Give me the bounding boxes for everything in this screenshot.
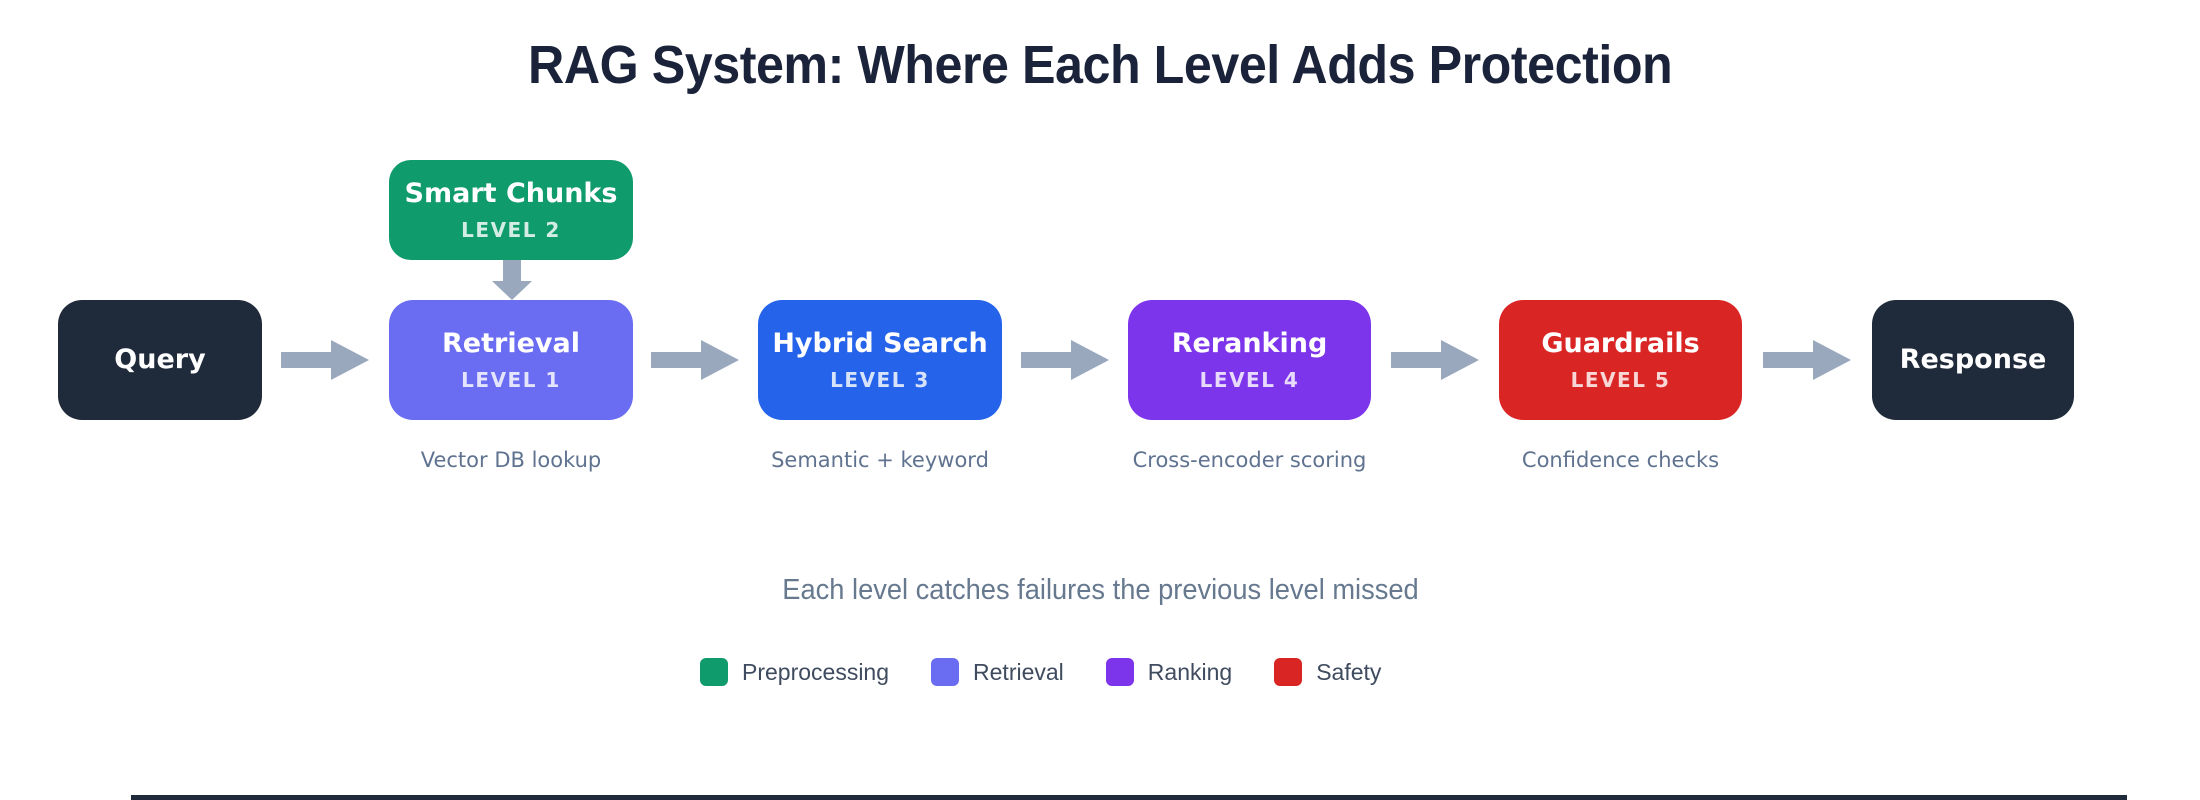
- node-level-badge: LEVEL 5: [1570, 367, 1671, 392]
- flow-node-query: Query: [58, 300, 262, 420]
- node-label: Guardrails: [1541, 328, 1700, 360]
- flow-node-hybrid-search: Hybrid Search LEVEL 3: [758, 300, 1002, 420]
- flow-node-response: Response: [1872, 300, 2074, 420]
- node-level-badge: LEVEL 4: [1199, 367, 1300, 392]
- summary-caption-text: Each level catches failures the previous…: [781, 574, 1419, 606]
- flow-arrow-down-icon: [491, 260, 533, 300]
- node-level-badge: LEVEL 3: [830, 367, 930, 392]
- flow-arrow-right-icon: [281, 340, 369, 380]
- flow-node-smart-chunks: Smart Chunks LEVEL 2: [389, 160, 633, 260]
- flow-arrow-right-icon: [1021, 340, 1109, 380]
- legend-label: Ranking: [1147, 658, 1233, 685]
- page-title-text: RAG System: Where Each Level Adds Protec…: [527, 35, 1673, 95]
- node-level-badge: LEVEL 2: [461, 217, 561, 242]
- flow-arrow-right-icon: [1763, 340, 1851, 380]
- legend-item-ranking: Ranking: [1105, 658, 1233, 686]
- legend-label: Safety: [1316, 658, 1382, 685]
- summary-caption: Each level catches failures the previous…: [0, 574, 2200, 607]
- sublabel-confidence-checks: Confidence checks: [1521, 448, 1720, 472]
- node-label: Response: [1899, 344, 2047, 376]
- legend-swatch-preprocessing: [700, 658, 728, 686]
- legend-swatch-safety: [1274, 658, 1303, 686]
- flow-node-retrieval: Retrieval LEVEL 1: [389, 300, 633, 420]
- flow-arrow-right-icon: [651, 340, 739, 380]
- legend-label: Retrieval: [973, 658, 1064, 685]
- legend-item-retrieval: Retrieval: [931, 658, 1064, 686]
- flow-node-guardrails: Guardrails LEVEL 5: [1499, 300, 1742, 420]
- bottom-edge-partial-element: [131, 795, 2127, 800]
- sublabel-vector-db: Vector DB lookup: [420, 448, 602, 472]
- page-title: RAG System: Where Each Level Adds Protec…: [0, 34, 2200, 96]
- sublabel-cross-encoder: Cross-encoder scoring: [1132, 448, 1367, 472]
- node-label: Retrieval: [442, 328, 580, 360]
- node-label: Smart Chunks: [404, 178, 618, 210]
- legend-label: Preprocessing: [742, 658, 890, 685]
- legend-item-preprocessing: Preprocessing: [700, 658, 889, 686]
- node-label: Query: [114, 344, 206, 376]
- node-label: Hybrid Search: [772, 328, 988, 360]
- flow-node-reranking: Reranking LEVEL 4: [1128, 300, 1371, 420]
- flow-arrow-right-icon: [1391, 340, 1479, 380]
- legend-swatch-ranking: [1105, 658, 1134, 686]
- legend: Preprocessing Retrieval Ranking Safety: [700, 658, 1381, 686]
- node-level-badge: LEVEL 1: [461, 367, 561, 392]
- legend-swatch-retrieval: [931, 658, 960, 686]
- legend-item-safety: Safety: [1274, 658, 1381, 686]
- sublabel-semantic-keyword: Semantic + keyword: [771, 448, 989, 472]
- node-label: Reranking: [1171, 328, 1328, 360]
